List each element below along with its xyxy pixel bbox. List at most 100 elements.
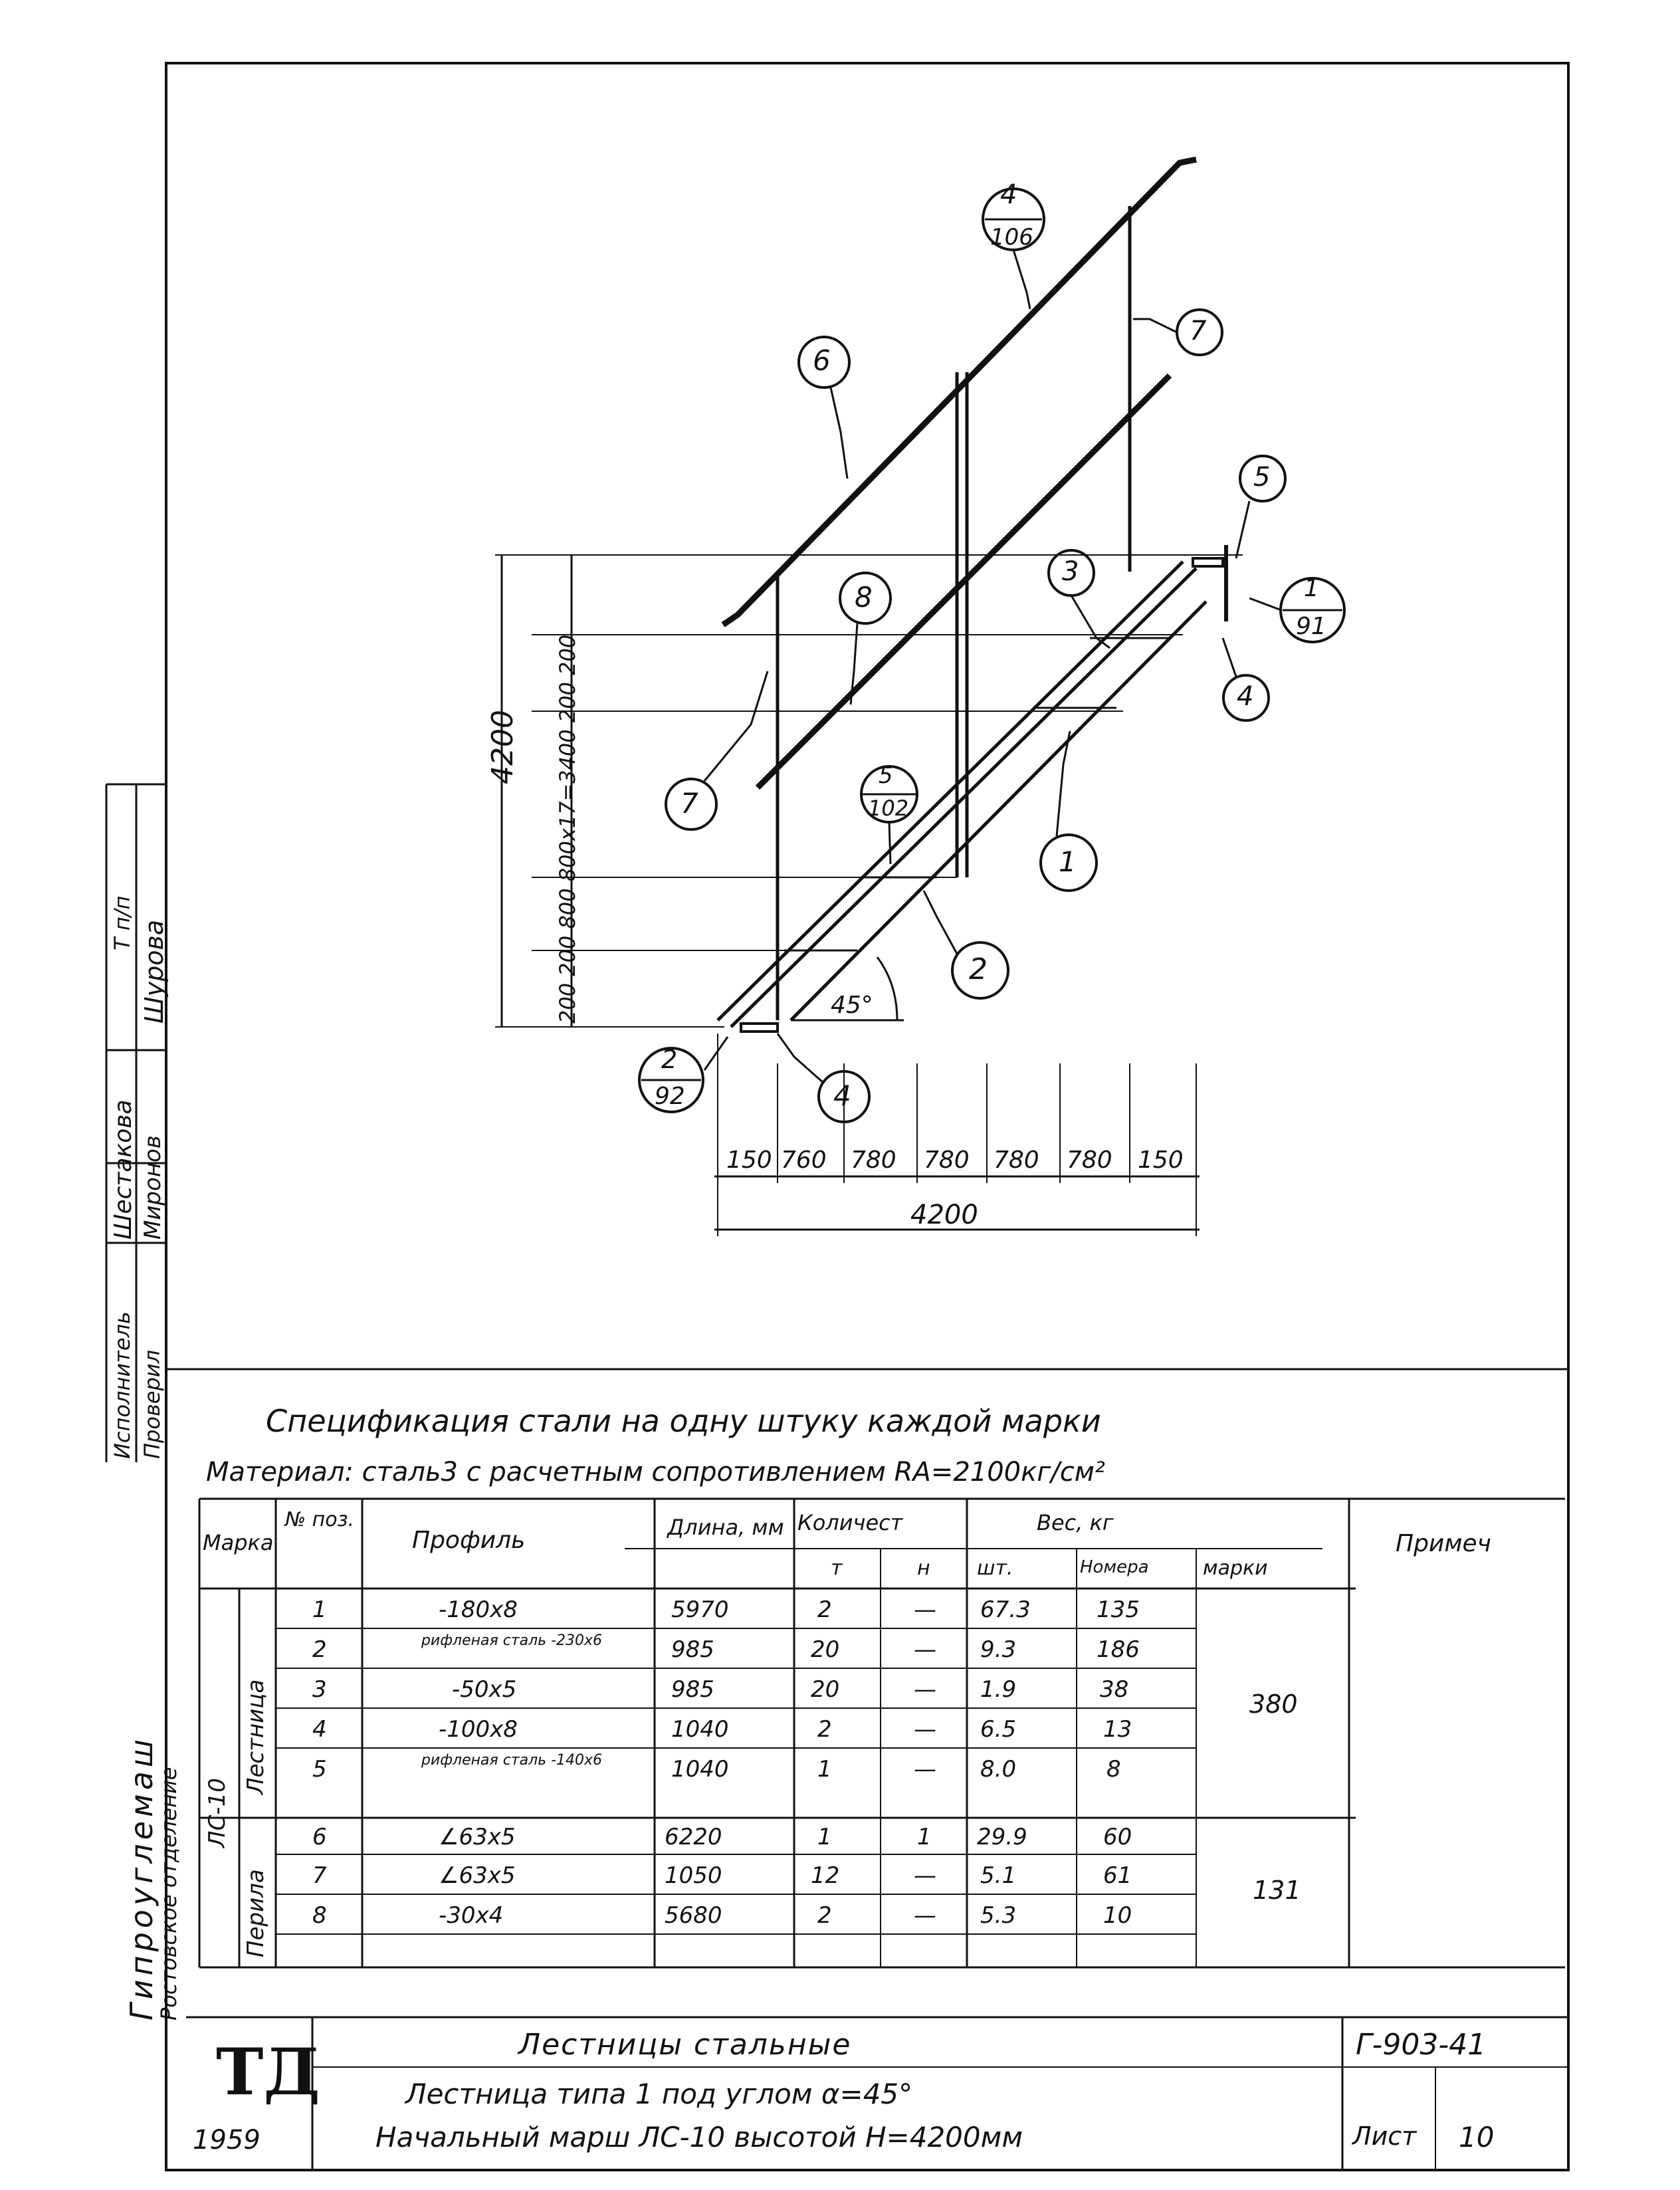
hdr-pos: № поз. — [284, 1508, 355, 1531]
stamp-col-head: Т п/п — [110, 895, 135, 950]
row-profile: рифленая сталь -230x6 — [421, 1632, 603, 1649]
hdr-mark: Марка — [203, 1530, 274, 1555]
row-n: — — [914, 1636, 936, 1663]
sheet-frame — [165, 62, 1570, 2171]
row-t: 2 — [817, 1902, 832, 1929]
leader — [1235, 500, 1251, 559]
leader — [1249, 597, 1282, 611]
leader — [703, 1036, 729, 1071]
row-pos: 8 — [312, 1902, 327, 1929]
callout-4-106-top: 4 — [1000, 179, 1017, 210]
row-length: 5680 — [665, 1902, 722, 1929]
row-n: — — [914, 1756, 936, 1783]
width-segment: 780 — [994, 1147, 1039, 1174]
row-profile: ∠63x5 — [439, 1824, 516, 1850]
top-plate — [1192, 557, 1224, 568]
group-stair: Лестница — [243, 1679, 269, 1795]
callout-6 — [797, 336, 851, 389]
group-rail: Перила — [243, 1869, 269, 1957]
row-profile: -100x8 — [439, 1716, 518, 1743]
callout-1 — [1039, 833, 1098, 892]
title-sub1: Лестница типа 1 под углом α=45° — [405, 2078, 913, 2110]
stamp-role-executor: Исполнитель — [110, 1311, 135, 1459]
callout-4-106-bottom: 106 — [990, 224, 1033, 251]
row-nom: 135 — [1097, 1596, 1140, 1623]
sheet-label: Лист — [1352, 2122, 1417, 2151]
row-profile: -180x8 — [439, 1596, 518, 1623]
row-profile: ∠63x5 — [439, 1862, 516, 1889]
callout-5-right-label: 5 — [1253, 462, 1271, 493]
handrail-middle — [755, 373, 1172, 790]
callout-1-91-bottom: 91 — [1296, 613, 1326, 640]
leader — [888, 821, 892, 865]
hdr-count-n: н — [917, 1557, 930, 1580]
callout-4-right-label: 4 — [1237, 681, 1254, 712]
row-n: 1 — [917, 1824, 932, 1850]
callout-4-right — [1222, 674, 1270, 722]
leader — [922, 890, 958, 954]
callout-4-bottom-label: 4 — [833, 1079, 851, 1112]
row-n: — — [914, 1862, 936, 1889]
width-segment: 150 — [726, 1147, 772, 1174]
row-t: 20 — [811, 1676, 840, 1703]
callout-7-right-label: 7 — [1190, 316, 1207, 346]
callout-1-label: 1 — [1059, 845, 1077, 878]
width-segment: 760 — [781, 1147, 827, 1174]
row-sht: 5.1 — [980, 1862, 1017, 1889]
row-nom: 13 — [1103, 1716, 1132, 1743]
row-pos: 5 — [312, 1756, 327, 1783]
row-profile: рифленая сталь -140x6 — [421, 1752, 603, 1769]
width-segment: 780 — [924, 1147, 970, 1174]
height-steps-dim: 200 200 800 800x17=3400 200 200 — [555, 634, 580, 1024]
title-main: Лестницы стальные — [518, 2028, 852, 2062]
hdr-w-marki: марки — [1203, 1557, 1268, 1580]
row-pos: 3 — [312, 1676, 327, 1703]
hdr-profile: Профиль — [412, 1527, 526, 1554]
hdr-count-t: т — [831, 1557, 843, 1580]
leader — [1055, 730, 1071, 837]
row-sht: 1.9 — [980, 1676, 1017, 1703]
sheet-number: 10 — [1459, 2121, 1495, 2153]
row-t: 12 — [811, 1862, 840, 1889]
row-sht: 5.3 — [980, 1902, 1017, 1929]
hdr-count: Количест — [797, 1510, 903, 1535]
row-length: 985 — [671, 1676, 714, 1703]
row-n: — — [914, 1716, 936, 1743]
stair-drawing — [495, 156, 1346, 1236]
callout-7-left — [665, 778, 718, 831]
row-pos: 1 — [312, 1596, 327, 1623]
org-logo: ТД — [216, 2034, 320, 2110]
row-t: 2 — [817, 1716, 832, 1743]
leader — [703, 671, 769, 782]
callout-7-left-label: 7 — [681, 787, 698, 820]
width-segment: 780 — [851, 1147, 896, 1174]
leader — [829, 387, 849, 479]
callout-8 — [839, 572, 892, 625]
stringer-back — [789, 600, 1208, 1022]
callout-2-92-top: 2 — [661, 1045, 678, 1074]
hdr-note: Примеч — [1396, 1530, 1491, 1557]
row-nom: 8 — [1106, 1756, 1121, 1783]
row-pos: 7 — [312, 1862, 327, 1889]
row-profile: -50x5 — [452, 1676, 517, 1703]
callout-5-102-top: 5 — [879, 762, 893, 789]
row-length: 1040 — [671, 1716, 729, 1743]
row-t: 20 — [811, 1636, 840, 1663]
leader — [1221, 637, 1237, 677]
row-sht: 8.0 — [980, 1756, 1017, 1783]
hdr-w-sht: шт. — [977, 1557, 1013, 1580]
callout-4-bottom — [817, 1070, 871, 1123]
callout-8-label: 8 — [855, 581, 873, 613]
width-segment: 780 — [1067, 1147, 1112, 1174]
callout-2-label: 2 — [969, 952, 988, 986]
callout-6-label: 6 — [813, 344, 831, 377]
row-sht: 9.3 — [980, 1636, 1017, 1663]
leader — [849, 623, 859, 705]
row-n: — — [914, 1902, 936, 1929]
row-t: 2 — [817, 1596, 832, 1623]
row-pos: 2 — [312, 1636, 327, 1663]
side-stamp-lines — [105, 783, 166, 1462]
org-name: Гипроуглемаш — [124, 1735, 159, 2021]
row-nom: 61 — [1103, 1862, 1132, 1889]
